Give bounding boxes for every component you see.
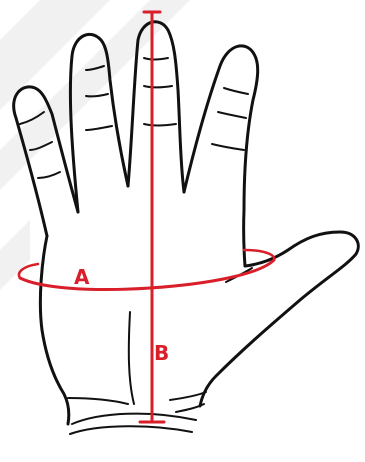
middle-finger [128,22,184,192]
circumference-front-arc [20,260,274,290]
thumb [200,232,358,406]
wrist-line [72,414,196,424]
wrist-line [70,426,192,434]
measurement-a [19,250,274,290]
length-label: B [154,341,169,365]
index-finger [184,46,258,266]
palm-left-edge [40,236,68,424]
hand-outline [14,22,359,434]
background-watermark [0,0,190,290]
circumference-label: A [74,265,90,289]
